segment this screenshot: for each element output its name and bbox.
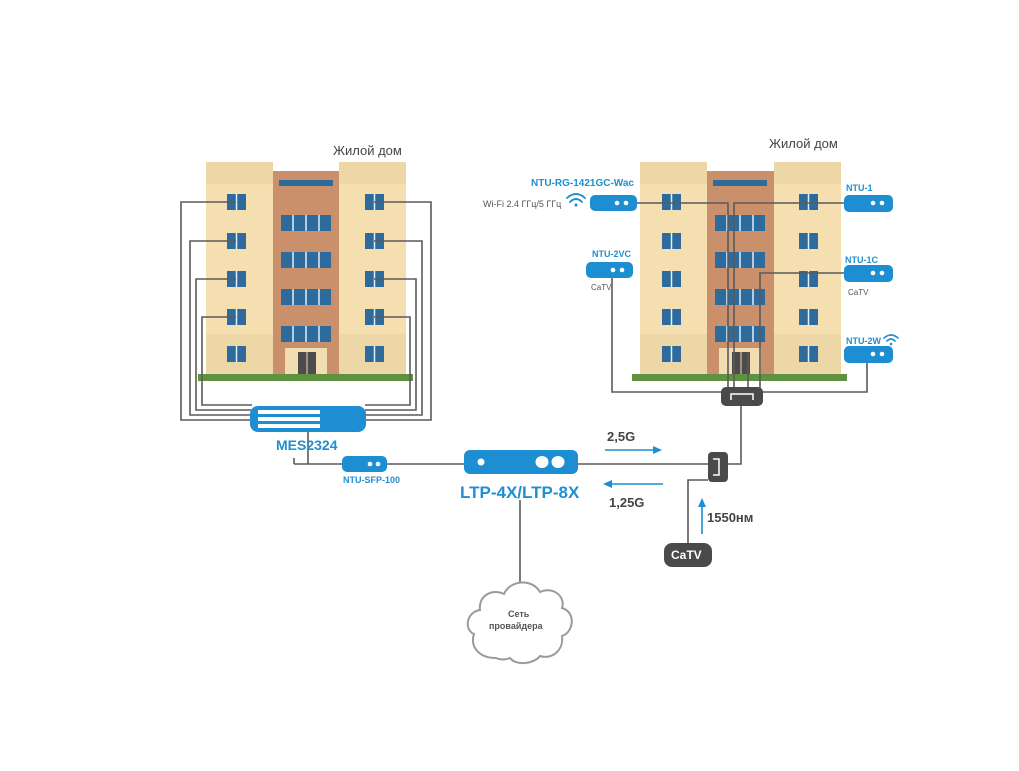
building-splitter	[721, 387, 763, 406]
wifi-note: Wi-Fi 2.4 ГГц/5 ГГц	[483, 199, 562, 209]
left-building-title: Жилой дом	[333, 143, 402, 158]
ntu-sfp-100-label: NTU-SFP-100	[343, 475, 401, 485]
provider-cloud	[466, 581, 573, 664]
ntu-1c-device	[844, 265, 893, 282]
ntu-1c-label: NTU-1C	[845, 255, 878, 265]
catv-arrow	[698, 498, 706, 534]
ntu-2vc-catv: CaTV	[591, 283, 612, 292]
right-building-wires	[611, 202, 868, 393]
catv-wavelength: 1550нм	[707, 510, 754, 525]
downstream-arrow	[605, 446, 662, 454]
right-building-title: Жилой дом	[769, 136, 838, 151]
ntu-1-device	[844, 195, 893, 212]
ntu-rg-label: NTU-RG-1421GC-Wac	[531, 178, 634, 189]
ntu-1-label: NTU-1	[846, 183, 873, 193]
ntu-sfp-100-device	[342, 456, 387, 472]
wifi-icon	[566, 193, 586, 207]
catv-source-label: CaTV	[671, 548, 702, 562]
left-building-wires	[180, 201, 465, 465]
wifi-icon-ntu-2w	[883, 334, 899, 346]
ntu-2vc-device	[586, 262, 633, 278]
ntu-1c-catv: CaTV	[848, 288, 869, 297]
upstream-arrow	[603, 480, 663, 488]
optical-splitter	[708, 452, 728, 482]
left-building	[198, 162, 413, 381]
right-building	[632, 162, 847, 381]
cloud-line-2: провайдера	[489, 621, 543, 631]
upstream-rate: 1,25G	[609, 495, 645, 510]
mes2324-switch	[250, 406, 366, 432]
mes2324-label: MES2324	[276, 437, 338, 453]
ntu-2vc-label: NTU-2VC	[592, 249, 632, 259]
olt-label: LTP-4X/LTP-8X	[460, 483, 580, 502]
ntu-2w-device	[844, 346, 893, 363]
ntu-2w-label: NTU-2W	[846, 336, 881, 346]
cloud-line-1: Сеть	[508, 609, 530, 619]
ntu-rg-device	[590, 195, 637, 211]
olt-wires	[519, 400, 742, 585]
downstream-rate: 2,5G	[607, 429, 636, 444]
catv-source-box	[664, 543, 712, 567]
ltp-olt-device	[464, 450, 578, 474]
